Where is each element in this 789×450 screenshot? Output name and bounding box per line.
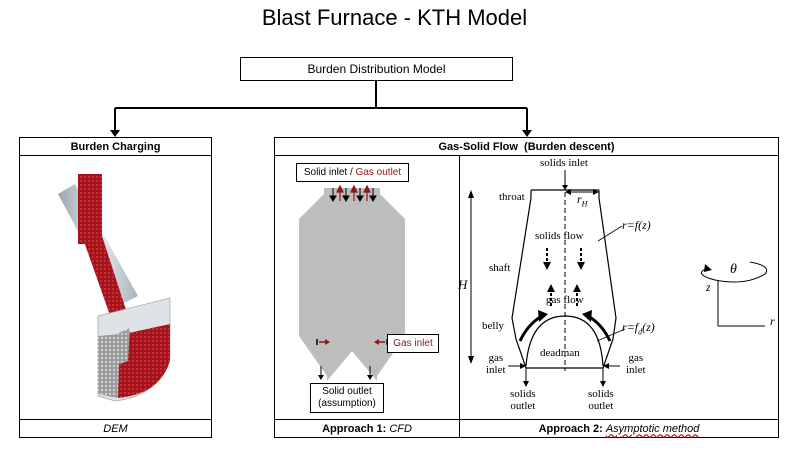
solid-outlet-box: Solid outlet (assumption) bbox=[310, 383, 384, 413]
gas-inlet-label: Gas inlet bbox=[393, 338, 433, 349]
rH-label: rH bbox=[577, 192, 587, 208]
deadman-label: deadman bbox=[540, 347, 580, 359]
dem-label: DEM bbox=[103, 422, 128, 435]
burden-distribution-model-box: Burden Distribution Model bbox=[240, 57, 513, 81]
gas-inlet-box: Gas inlet bbox=[387, 334, 439, 353]
shaft-label: shaft bbox=[489, 262, 511, 274]
gas-outlet-label: Gas outlet bbox=[355, 167, 402, 178]
gas-flow-label: gas flow bbox=[546, 294, 584, 306]
solids-outlet-right-1: solids bbox=[588, 388, 614, 400]
solid-outlet-assumption-label: (assumption) bbox=[318, 398, 376, 409]
gas-inlet-right-1: gas bbox=[628, 352, 644, 364]
approach1-footer: Approach 1: CFD bbox=[274, 419, 460, 438]
cfd-furnace-shape bbox=[299, 188, 405, 381]
burden-charging-header: Burden Charging bbox=[19, 137, 212, 156]
dem-simulation-image bbox=[58, 174, 171, 402]
connector-lines bbox=[110, 81, 532, 137]
belly-label: belly bbox=[482, 320, 504, 332]
solids-outlet-left-2: outlet bbox=[510, 400, 536, 412]
approach2-footer: Approach 2: Asymptotic method bbox=[459, 419, 779, 438]
root-box-label: Burden Distribution Model bbox=[307, 62, 446, 76]
burden-charging-label: Burden Charging bbox=[70, 140, 161, 153]
gas-inlet-right-2: inlet bbox=[626, 364, 646, 376]
H-label: H bbox=[458, 277, 468, 292]
rH-sub: H bbox=[581, 199, 588, 209]
solids-outlet-left-1: solids bbox=[510, 388, 536, 400]
asymptotic-furnace-diagram bbox=[468, 170, 768, 387]
rfdz-head: r=f bbox=[622, 320, 639, 334]
rfdz-tail: (z) bbox=[642, 320, 655, 334]
approach1-method: CFD bbox=[389, 422, 412, 435]
solid-inlet-label: Solid inlet / bbox=[303, 167, 356, 178]
approach1-prefix: Approach 1: bbox=[322, 422, 390, 435]
rfdz-sub: d bbox=[638, 327, 643, 337]
throat-label: throat bbox=[499, 191, 525, 203]
solids-outlet-right-2: outlet bbox=[588, 400, 614, 412]
dem-footer: DEM bbox=[19, 419, 212, 438]
furnace-outline bbox=[511, 190, 532, 369]
gas-solid-flow-header: Gas-Solid Flow (Burden descent) bbox=[274, 137, 779, 156]
r-f-z-label: r=f(z) bbox=[622, 218, 651, 232]
z-axis-label: z bbox=[706, 280, 711, 294]
gas-inlet-left-1: gas bbox=[488, 352, 504, 364]
cfd-furnace-diagram bbox=[299, 184, 405, 381]
approach2-method: Asymptotic method bbox=[605, 422, 700, 435]
dem-image-panel bbox=[19, 155, 212, 420]
gas-inlet-left-2: inlet bbox=[486, 364, 506, 376]
approach2-prefix: Approach 2: bbox=[538, 422, 606, 435]
gas-solid-flow-label: Gas-Solid Flow (Burden descent) bbox=[438, 140, 615, 153]
approach-divider bbox=[459, 155, 460, 438]
solid-inlet-gas-outlet-box: Solid inlet / Gas outlet bbox=[296, 163, 409, 182]
deadman-shape bbox=[525, 315, 604, 367]
rH-r: r bbox=[577, 192, 582, 206]
theta-label: θ bbox=[730, 262, 737, 277]
page-title: Blast Furnace - KTH Model bbox=[261, 5, 528, 30]
solids-flow-label: solids flow bbox=[535, 230, 584, 242]
solids-inlet-label: solids inlet bbox=[540, 157, 588, 169]
solid-outlet-label: Solid outlet bbox=[322, 386, 372, 397]
r-fd-z-label: r=fd(z) bbox=[622, 320, 655, 336]
r-axis-label: r bbox=[770, 314, 775, 328]
